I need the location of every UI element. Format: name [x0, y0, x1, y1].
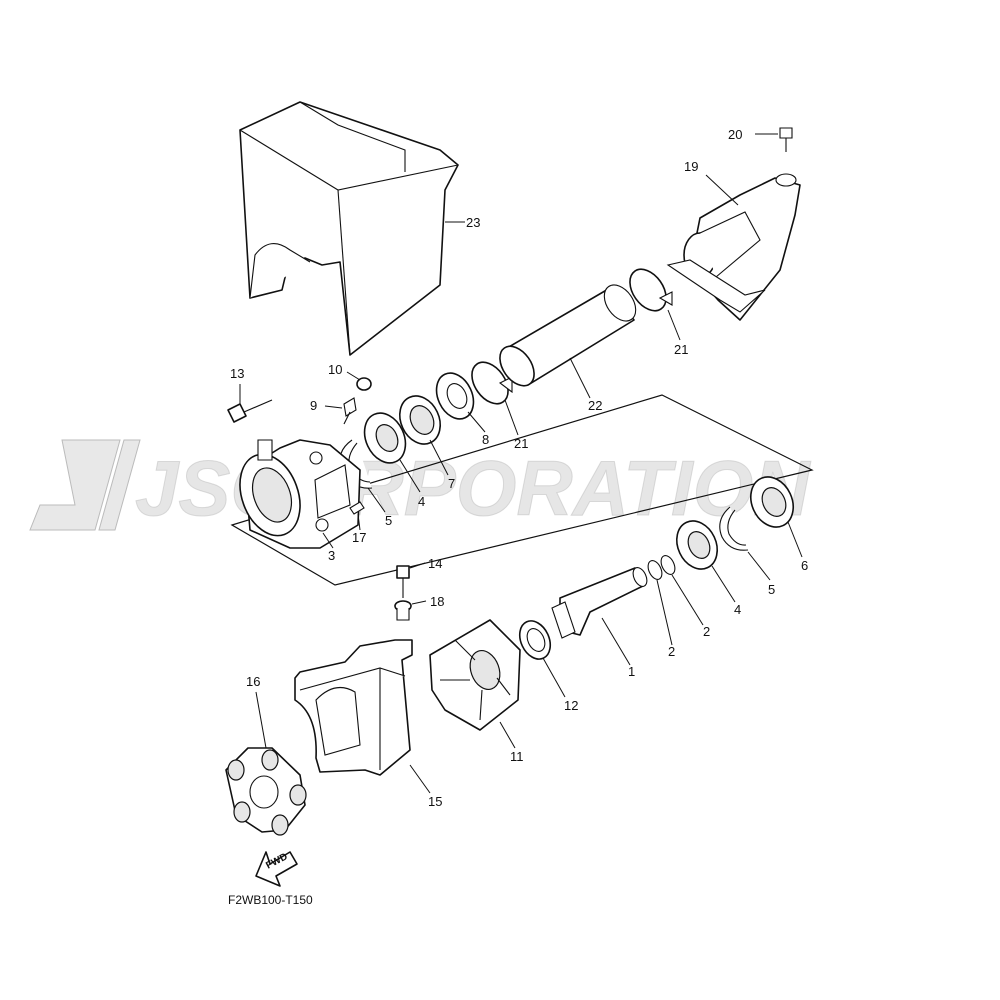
callout-8: 8: [482, 432, 489, 447]
part-11-impeller: [429, 619, 521, 749]
callout-4b: 4: [734, 602, 741, 617]
callout-17: 17: [352, 530, 366, 545]
part-14-bolt: [396, 562, 426, 598]
callout-10: 10: [328, 362, 342, 377]
part-9-grease-nipple: [324, 397, 357, 425]
callout-4a: 4: [418, 494, 425, 509]
callout-18: 18: [430, 594, 444, 609]
part-7-bearing: [398, 395, 449, 476]
part-15-coupling-housing: [294, 639, 431, 794]
callout-1: 1: [628, 664, 635, 679]
part-2-o-ring-b: [647, 560, 673, 646]
part-18-collar: [394, 600, 427, 621]
callout-12: 12: [564, 698, 578, 713]
callout-15: 15: [428, 794, 442, 809]
callout-20: 20: [728, 127, 742, 142]
diagram-code: F2WB100-T150: [228, 893, 313, 907]
callout-21b: 21: [514, 436, 528, 451]
part-4-bearing-lower: [675, 520, 736, 603]
callout-2b: 2: [668, 644, 675, 659]
part-6-bearing: [750, 476, 803, 558]
callout-5a: 5: [385, 513, 392, 528]
callout-13: 13: [230, 366, 244, 381]
assembly-frame: [230, 394, 814, 586]
part-16-damper: [225, 691, 307, 836]
part-17-pin: [349, 501, 365, 531]
part-12-spacer: [518, 620, 566, 698]
part-22-hose: [499, 284, 637, 399]
part-19-nozzle: [666, 173, 801, 321]
watermark: JSCORPORATION: [29, 439, 812, 533]
callout-16: 16: [246, 674, 260, 689]
callout-6: 6: [801, 558, 808, 573]
callout-labels: 1 2 2 3 4 4 5 5 6 7 8 9 10 11 12 13 14 1…: [230, 127, 808, 809]
watermark-logo-mark: [29, 439, 141, 531]
part-2-o-ring-a: [660, 555, 704, 626]
part-10-cap: [346, 371, 372, 391]
part-13-bolt: [227, 384, 273, 423]
callout-21a: 21: [674, 342, 688, 357]
part-5-circlip-lower: [719, 506, 771, 581]
callout-5b: 5: [768, 582, 775, 597]
part-8-seal: [435, 372, 486, 433]
callout-19: 19: [684, 159, 698, 174]
part-21-clamp-lower: [471, 361, 519, 436]
part-23-cover: [239, 101, 465, 356]
part-4-bearing-upper: [363, 412, 421, 493]
part-1-shaft: [551, 567, 648, 666]
callout-9: 9: [310, 398, 317, 413]
callout-14: 14: [428, 556, 442, 571]
part-3-housing: [239, 439, 361, 549]
watermark-text: JSCORPORATION: [135, 444, 811, 532]
part-20-bolt: [755, 127, 793, 152]
callout-23: 23: [466, 215, 480, 230]
part-21-clamp-upper: [629, 268, 681, 341]
callout-3: 3: [328, 548, 335, 563]
callout-11: 11: [510, 749, 524, 764]
callout-7: 7: [448, 476, 455, 491]
callout-2a: 2: [703, 624, 710, 639]
fwd-arrow: FWD: [255, 851, 298, 887]
callout-22: 22: [588, 398, 602, 413]
